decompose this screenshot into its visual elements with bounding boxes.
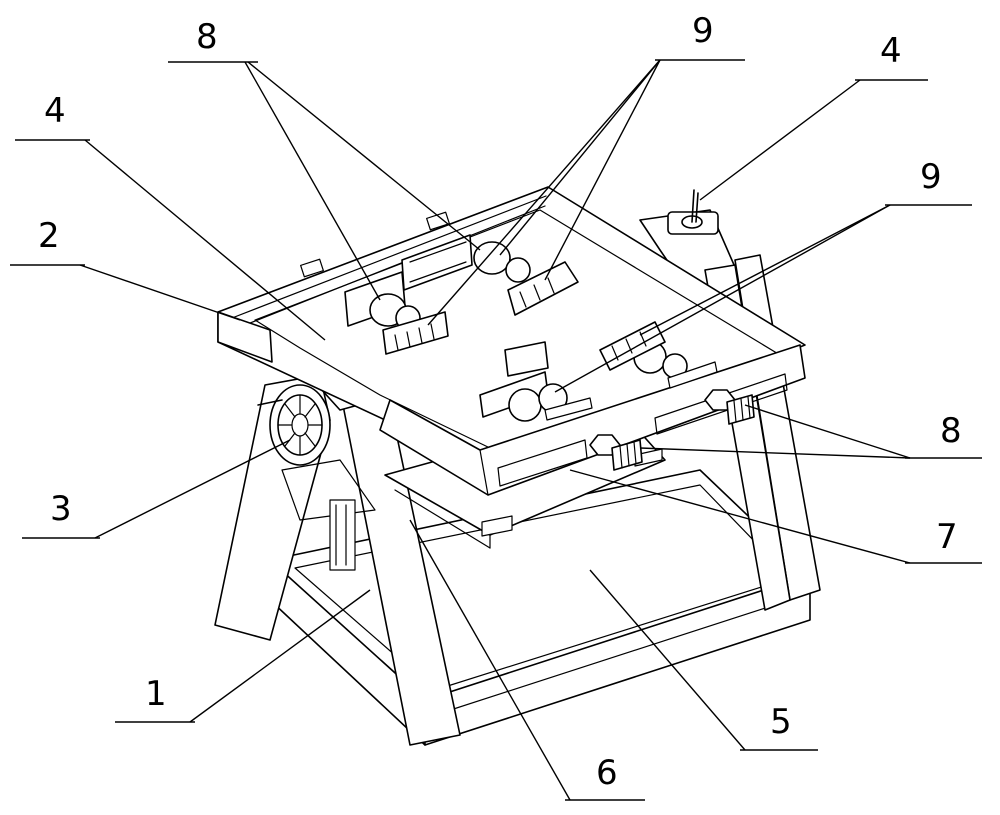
callout-8-right: 8 <box>940 411 962 451</box>
callout-8-top: 8 <box>196 17 218 57</box>
callout-3: 3 <box>50 489 72 529</box>
callout-9-right: 9 <box>920 157 942 197</box>
motor-wheel <box>257 384 331 466</box>
rear-clamps <box>300 211 579 355</box>
callout-4-right: 4 <box>880 31 902 71</box>
callout-1: 1 <box>145 674 167 714</box>
callout-6: 6 <box>596 753 618 793</box>
callout-5: 5 <box>770 702 792 742</box>
callout-4-left: 4 <box>44 91 66 131</box>
callout-9-top: 9 <box>692 11 714 51</box>
callout-labels: 8 9 4 4 9 2 3 8 7 1 5 6 <box>38 11 962 793</box>
callout-2: 2 <box>38 216 60 256</box>
callout-7: 7 <box>936 517 958 557</box>
leader-lines <box>10 59 982 801</box>
rotating-frame <box>217 186 806 496</box>
